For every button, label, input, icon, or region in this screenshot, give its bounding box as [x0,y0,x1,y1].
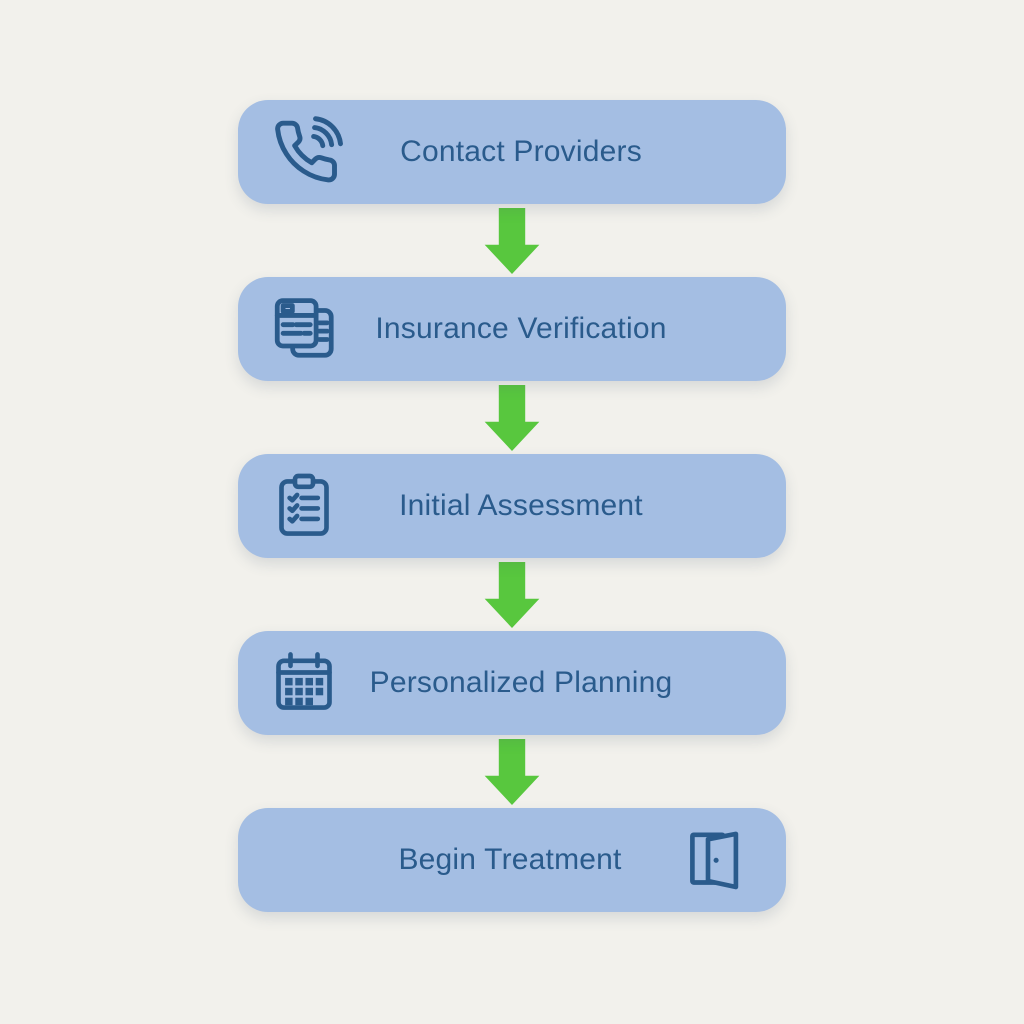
step-label: Begin Treatment [398,843,622,876]
down-arrow [483,558,541,631]
clipboard-checklist-icon [268,470,340,542]
step-begin-treatment: Begin Treatment [238,808,786,912]
calendar-icon [268,647,340,719]
down-arrow [483,381,541,454]
down-arrow [483,204,541,277]
step-label: Personalized Planning [369,666,673,699]
step-label: Insurance Verification [375,312,667,345]
step-contact-providers: Contact Providers [238,100,786,204]
down-arrow [483,735,541,808]
step-personalized-planning: Personalized Planning [238,631,786,735]
step-initial-assessment: Initial Assessment [238,454,786,558]
insurance-documents-icon [268,292,342,366]
phone-call-icon [268,114,344,190]
open-door-icon [678,824,750,896]
step-label: Contact Providers [400,135,642,168]
step-label: Initial Assessment [399,489,643,522]
process-flow: Contact Providers [238,100,786,912]
step-insurance-verification: Insurance Verification [238,277,786,381]
